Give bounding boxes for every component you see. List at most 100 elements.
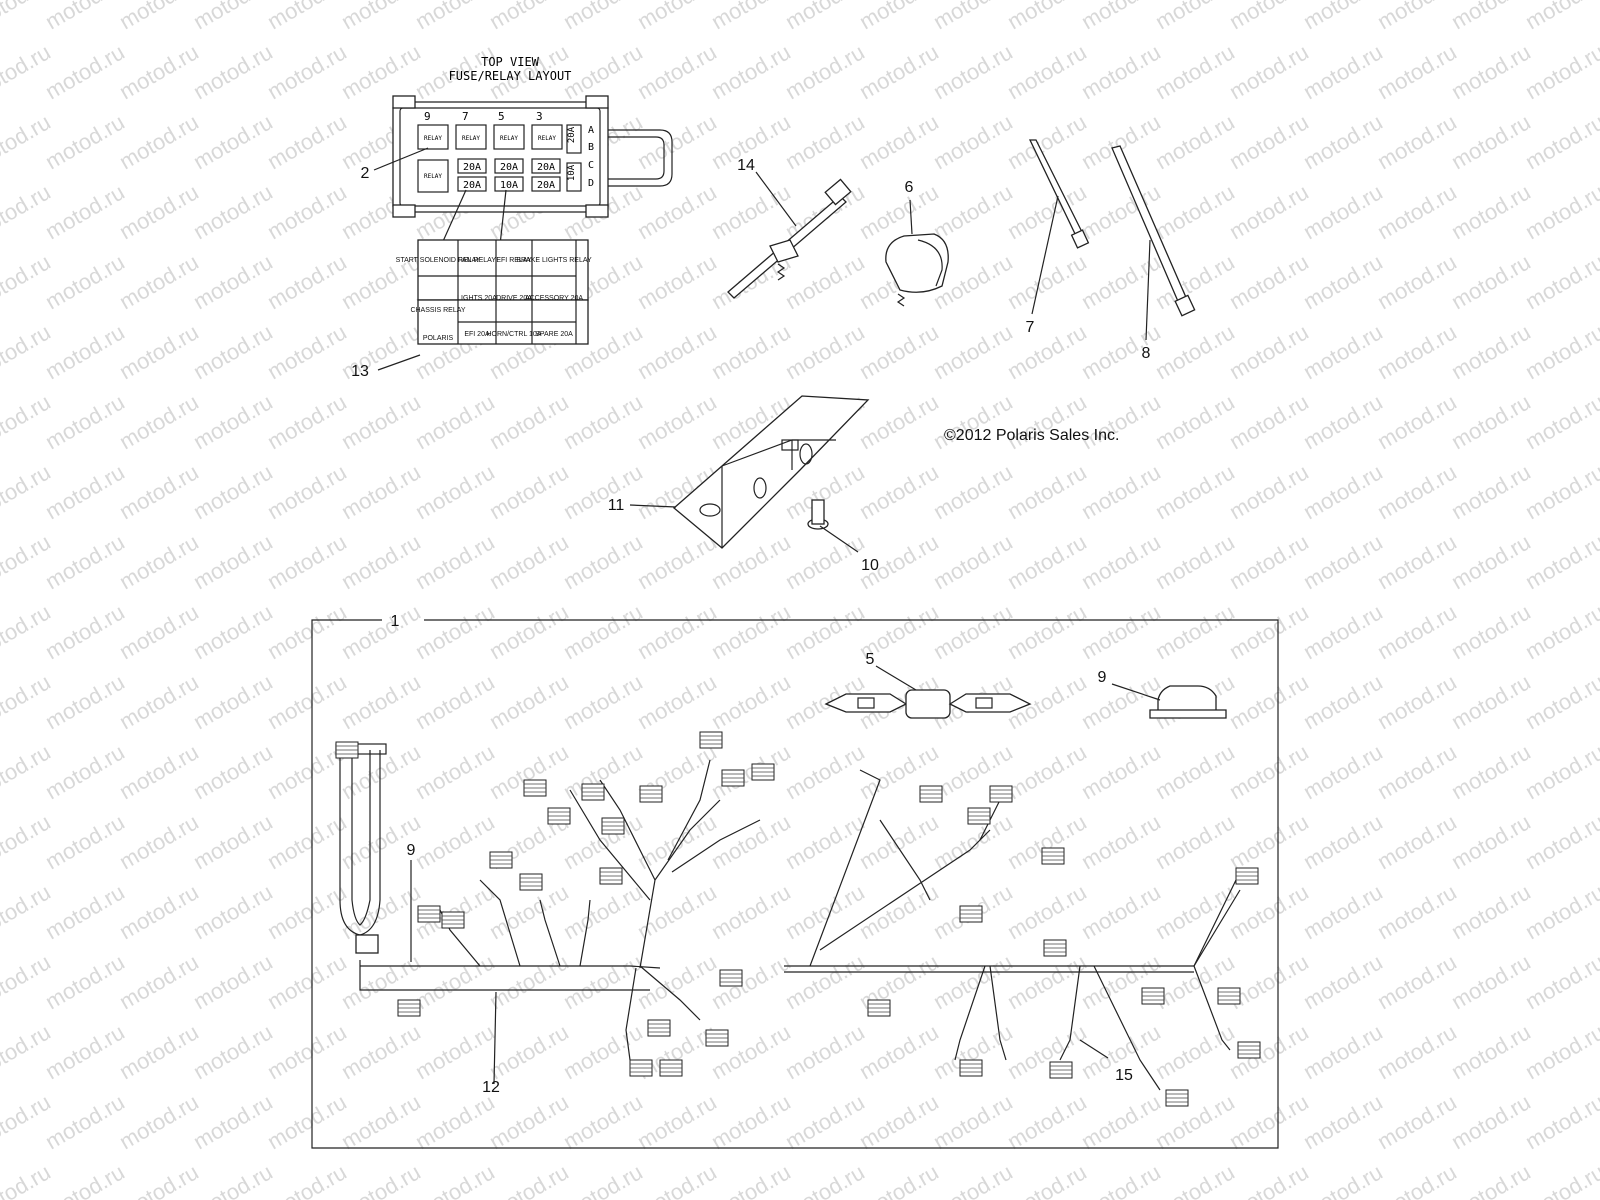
fuse-slot: [457, 176, 487, 192]
watermark-text: motod.ru: [1373, 179, 1461, 244]
watermark-text: motod.ru: [485, 529, 573, 594]
fuse-rating: 20A: [463, 162, 481, 173]
watermark-text: motod.ru: [1077, 249, 1165, 314]
watermark-text: motod.ru: [855, 1159, 943, 1200]
watermark-text: motod.ru: [263, 319, 351, 384]
watermark-text: motod.ru: [1447, 1019, 1535, 1084]
watermark-text: motod.ru: [1151, 389, 1239, 454]
callout-7: 7: [1026, 319, 1035, 336]
cable-tie-long: [1111, 145, 1196, 341]
watermark-text: motod.ru: [781, 879, 869, 944]
watermark-text: motod.ru: [411, 0, 499, 34]
watermark-text: motod.ru: [1077, 879, 1165, 944]
watermark-text: motod.ru: [0, 599, 55, 664]
watermark-text: motod.ru: [1299, 739, 1387, 804]
watermark-text: motod.ru: [1003, 599, 1091, 664]
watermark-text: motod.ru: [559, 389, 647, 454]
watermark-text: motod.ru: [781, 739, 869, 804]
watermark-text: motod.ru: [1003, 319, 1091, 384]
watermark-text: motod.ru: [1373, 1089, 1461, 1154]
watermark-text: motod.ru: [115, 459, 203, 524]
leader-line: [377, 354, 421, 371]
watermark-text: motod.ru: [559, 879, 647, 944]
watermark-text: motod.ru: [781, 319, 869, 384]
fuse-slot: [494, 176, 524, 192]
leader-line: [819, 525, 859, 553]
watermark-text: motod.ru: [263, 809, 351, 874]
watermark-text: motod.ru: [1151, 949, 1239, 1014]
callout-9-top: 9: [1098, 669, 1107, 686]
watermark-text: motod.ru: [115, 879, 203, 944]
watermark-text: motod.ru: [0, 879, 55, 944]
watermark-text: motod.ru: [1373, 389, 1461, 454]
watermark-text: motod.ru: [1299, 389, 1387, 454]
watermark-text: motod.ru: [189, 739, 277, 804]
leader-line: [1031, 195, 1059, 315]
watermark-text: motod.ru: [707, 1159, 795, 1200]
fuse-legend-card: START SOLENOID RELAY FAN RELAY EFI RELAY…: [377, 239, 592, 371]
callout-1: 1: [391, 613, 400, 630]
watermark-text: motod.ru: [929, 949, 1017, 1014]
watermark-text: motod.ru: [633, 669, 721, 734]
watermark-text: motod.ru: [485, 389, 573, 454]
watermark-text: motod.ru: [1373, 319, 1461, 384]
watermark-text: motod.ru: [1447, 179, 1535, 244]
watermark-text: motod.ru: [1299, 529, 1387, 594]
watermark-text: motod.ru: [1151, 0, 1239, 34]
watermark-text: motod.ru: [1299, 1089, 1387, 1154]
watermark-text: motod.ru: [189, 1019, 277, 1084]
watermark-text: motod.ru: [559, 599, 647, 664]
watermark-text: motod.ru: [411, 599, 499, 664]
watermark-text: motod.ru: [1151, 809, 1239, 874]
fuse-slot: [566, 124, 582, 154]
watermark-text: motod.ru: [855, 459, 943, 524]
watermark-text: motod.ru: [411, 1089, 499, 1154]
watermark-text: motod.ru: [707, 809, 795, 874]
watermark-text: motod.ru: [1521, 39, 1600, 104]
watermark-text: motod.ru: [0, 179, 55, 244]
watermark-text: motod.ru: [1373, 739, 1461, 804]
watermark-text: motod.ru: [1003, 39, 1091, 104]
watermark-text: motod.ru: [411, 809, 499, 874]
watermark-text: motod.ru: [337, 0, 425, 34]
watermark-text: motod.ru: [1299, 249, 1387, 314]
watermark-text: motod.ru: [1151, 109, 1239, 174]
fuse-box-bracket: [629, 395, 870, 549]
leader-line: [875, 665, 917, 691]
legend-cell: BRAKE LIGHTS RELAY: [516, 257, 592, 264]
watermark-text: motod.ru: [633, 529, 721, 594]
fuse-box-ear: [585, 95, 609, 109]
watermark-text: motod.ru: [929, 1159, 1017, 1200]
watermark-text: motod.ru: [1151, 1019, 1239, 1084]
watermark-text: motod.ru: [263, 179, 351, 244]
watermark-text: motod.ru: [0, 1019, 55, 1084]
watermark-text: motod.ru: [1225, 949, 1313, 1014]
fuse-slot: [566, 162, 582, 192]
callout-14: 14: [737, 157, 755, 174]
watermark-text: motod.ru: [1077, 809, 1165, 874]
watermark-text: motod.ru: [1003, 249, 1091, 314]
watermark-text: motod.ru: [1373, 599, 1461, 664]
fuse-rating: 20A: [537, 180, 555, 191]
watermark-text: motod.ru: [263, 949, 351, 1014]
watermark-text: motod.ru: [929, 599, 1017, 664]
watermark-text: motod.ru: [115, 249, 203, 314]
watermark-text: motod.ru: [0, 249, 55, 314]
legend-cell: START SOLENOID RELAY: [396, 257, 481, 264]
watermark-text: motod.ru: [115, 599, 203, 664]
watermark-text: motod.ru: [559, 0, 647, 34]
watermark-text: motod.ru: [1077, 39, 1165, 104]
fuse-box-latch-inner: [608, 136, 665, 180]
watermark-text: motod.ru: [0, 949, 55, 1014]
watermark-text: motod.ru: [115, 179, 203, 244]
watermark-text: motod.ru: [115, 1089, 203, 1154]
watermark-text: motod.ru: [0, 1089, 55, 1154]
watermark-text: motod.ru: [633, 179, 721, 244]
watermark-text: motod.ru: [633, 319, 721, 384]
row-marker: C: [588, 160, 594, 171]
watermark-text: motod.ru: [189, 809, 277, 874]
relay-label: RELAY: [500, 135, 518, 142]
col-marker: 7: [462, 110, 469, 123]
watermark-text: motod.ru: [1521, 599, 1600, 664]
